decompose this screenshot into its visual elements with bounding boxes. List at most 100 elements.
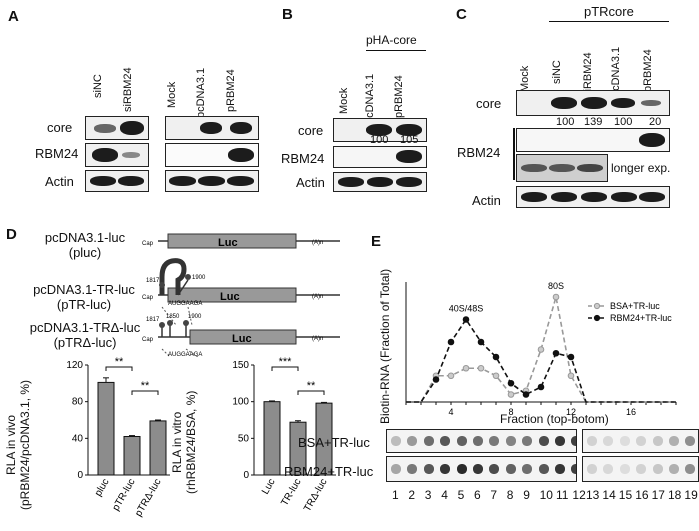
d-pos-1900b: 1900 (188, 314, 202, 320)
bar1-ytick-label: 80 (72, 397, 84, 408)
b-lane-pcdna31: pcDNA3.1 (364, 73, 376, 124)
e-blot-bsa-left (386, 429, 577, 453)
d-pos-1850: 1850 (166, 314, 180, 320)
b-lane-prbm24: pRBM24 (393, 75, 405, 118)
d-cap-3: Cap (142, 337, 154, 343)
bar2-sig-label: ** (307, 380, 316, 392)
bar1-sig-bracket (105, 366, 133, 371)
d-construct-3-abbr: (pTRΔ-luc) (53, 335, 117, 350)
d-cap-1: Cap (142, 241, 154, 247)
bar1-sig-label: ** (115, 356, 124, 368)
bar1-ytick-label: 0 (77, 470, 83, 481)
lane-prbm24: pRBM24 (225, 69, 237, 112)
blot-a-rbm24-right (165, 143, 259, 167)
bar2-category-label: Luc (260, 477, 278, 496)
c-quant-2: 139 (584, 116, 603, 128)
d-construct-2-name: pcDNA3.1-TR-luc (33, 282, 135, 297)
e-legend-marker (593, 302, 601, 310)
e-blot-dot (636, 436, 647, 446)
blot-b-rbm24 (333, 146, 427, 168)
e-blot-dot (685, 464, 696, 474)
e-blot-dot (587, 464, 597, 474)
c-row-core: core (476, 96, 502, 111)
e-blot-dot (505, 464, 516, 474)
c-quant-4: 20 (649, 116, 662, 128)
e-series-point (447, 372, 455, 380)
d-chart1-ylabel-2: (pRBM24/pcDNA3.1, %) (18, 379, 32, 510)
b-lane-mock: Mock (338, 87, 350, 114)
e-xtick-label: 8 (508, 407, 513, 417)
d-pos-1817a: 1817 (146, 278, 160, 284)
e-series-point (507, 379, 515, 387)
e-fraction-number: 9 (523, 488, 530, 502)
d-motif-1: AUGGAAGA (168, 301, 202, 307)
bar1-sig-label: ** (141, 380, 150, 392)
e-blot-dot (423, 464, 434, 474)
blot-c-rbm24 (516, 128, 670, 152)
e-blot-dot (619, 436, 630, 446)
e-blot-dot (505, 436, 516, 446)
e-series-point (537, 346, 545, 353)
e-fraction-number: 14 (602, 488, 616, 502)
bar2-sig-bracket (297, 390, 325, 395)
c-bracket (513, 128, 515, 180)
d-chart2-ylabel-2: (rhRBM24/BSA, %) (184, 390, 198, 494)
d-chart1-ylabel-1: RLA in vivo (4, 414, 18, 475)
d-construct-1: pcDNA3.1-luc (pluc) (30, 230, 140, 260)
c-lane-sinc: siNC (551, 60, 563, 84)
panel-e-label: E (371, 233, 382, 250)
c-lane-prbm24: pRBM24 (642, 49, 654, 92)
e-series-point (567, 353, 575, 361)
e-fraction-number: 1 (392, 488, 399, 502)
bar1-bar (123, 436, 141, 476)
bar1-bar (149, 420, 167, 476)
e-blot-dot (522, 436, 533, 446)
row-rbm24: RBM24 (35, 146, 79, 161)
e-peak-label-80s: 80S (548, 281, 564, 291)
bar2-bar (289, 421, 307, 476)
blot-a-core-right (165, 116, 259, 140)
b-header-line (366, 50, 426, 51)
e-blot-dot (587, 436, 597, 446)
b-row-actin: Actin (296, 175, 325, 190)
e-series-point (432, 376, 440, 383)
panel-b-label: B (282, 6, 293, 23)
blot-a-actin-right (165, 170, 259, 192)
e-blot-dot (571, 464, 576, 474)
d-construct-3-name: pcDNA3.1-TRΔ-luc (29, 320, 141, 335)
e-blot-dot (473, 464, 483, 474)
e-blot-dot (440, 464, 451, 474)
e-blot-dot (636, 464, 647, 474)
blot-a-rbm24-left (85, 143, 149, 167)
d-pos-1817b: 1817 (146, 317, 160, 323)
blot-c-rbm24-longer (516, 154, 608, 182)
b-quant-1: 100 (370, 134, 389, 146)
e-series-point (552, 293, 560, 301)
blot-a-actin-left (85, 170, 149, 192)
e-series-point (567, 372, 575, 380)
e-series-point (477, 338, 485, 346)
bar1-category-label: pTR-luc (111, 477, 138, 513)
e-legend-label: RBM24+TR-luc (610, 313, 672, 323)
e-fraction-number: 2 (408, 488, 416, 502)
e-series-point (537, 383, 545, 391)
d-cap-2: Cap (142, 295, 154, 301)
bar2-ytick-label: 0 (243, 470, 249, 481)
e-blot-dot (489, 464, 500, 474)
bar2-bar (263, 401, 281, 476)
row-actin: Actin (45, 174, 74, 189)
d-construct-2: pcDNA3.1-TR-luc (pTR-luc) (22, 282, 146, 312)
e-blot-dot (473, 436, 483, 446)
bar2-sig-bracket (271, 366, 299, 371)
e-fraction-number: 11 (556, 488, 569, 502)
d-chart1-ylabel: RLA in vivo (pRBM24/pcDNA3.1, %) (4, 380, 32, 510)
d-chart2-ylabel: RLA in vitro (rhRBM24/BSA, %) (170, 391, 198, 494)
e-blot-dot (603, 464, 614, 474)
e-xtick-label: 12 (566, 407, 576, 417)
d-construct-1-name: pcDNA3.1-luc (44, 230, 126, 245)
e-blot-dot (619, 464, 630, 474)
e-series-point (462, 364, 470, 372)
e-legend-marker (593, 314, 601, 322)
